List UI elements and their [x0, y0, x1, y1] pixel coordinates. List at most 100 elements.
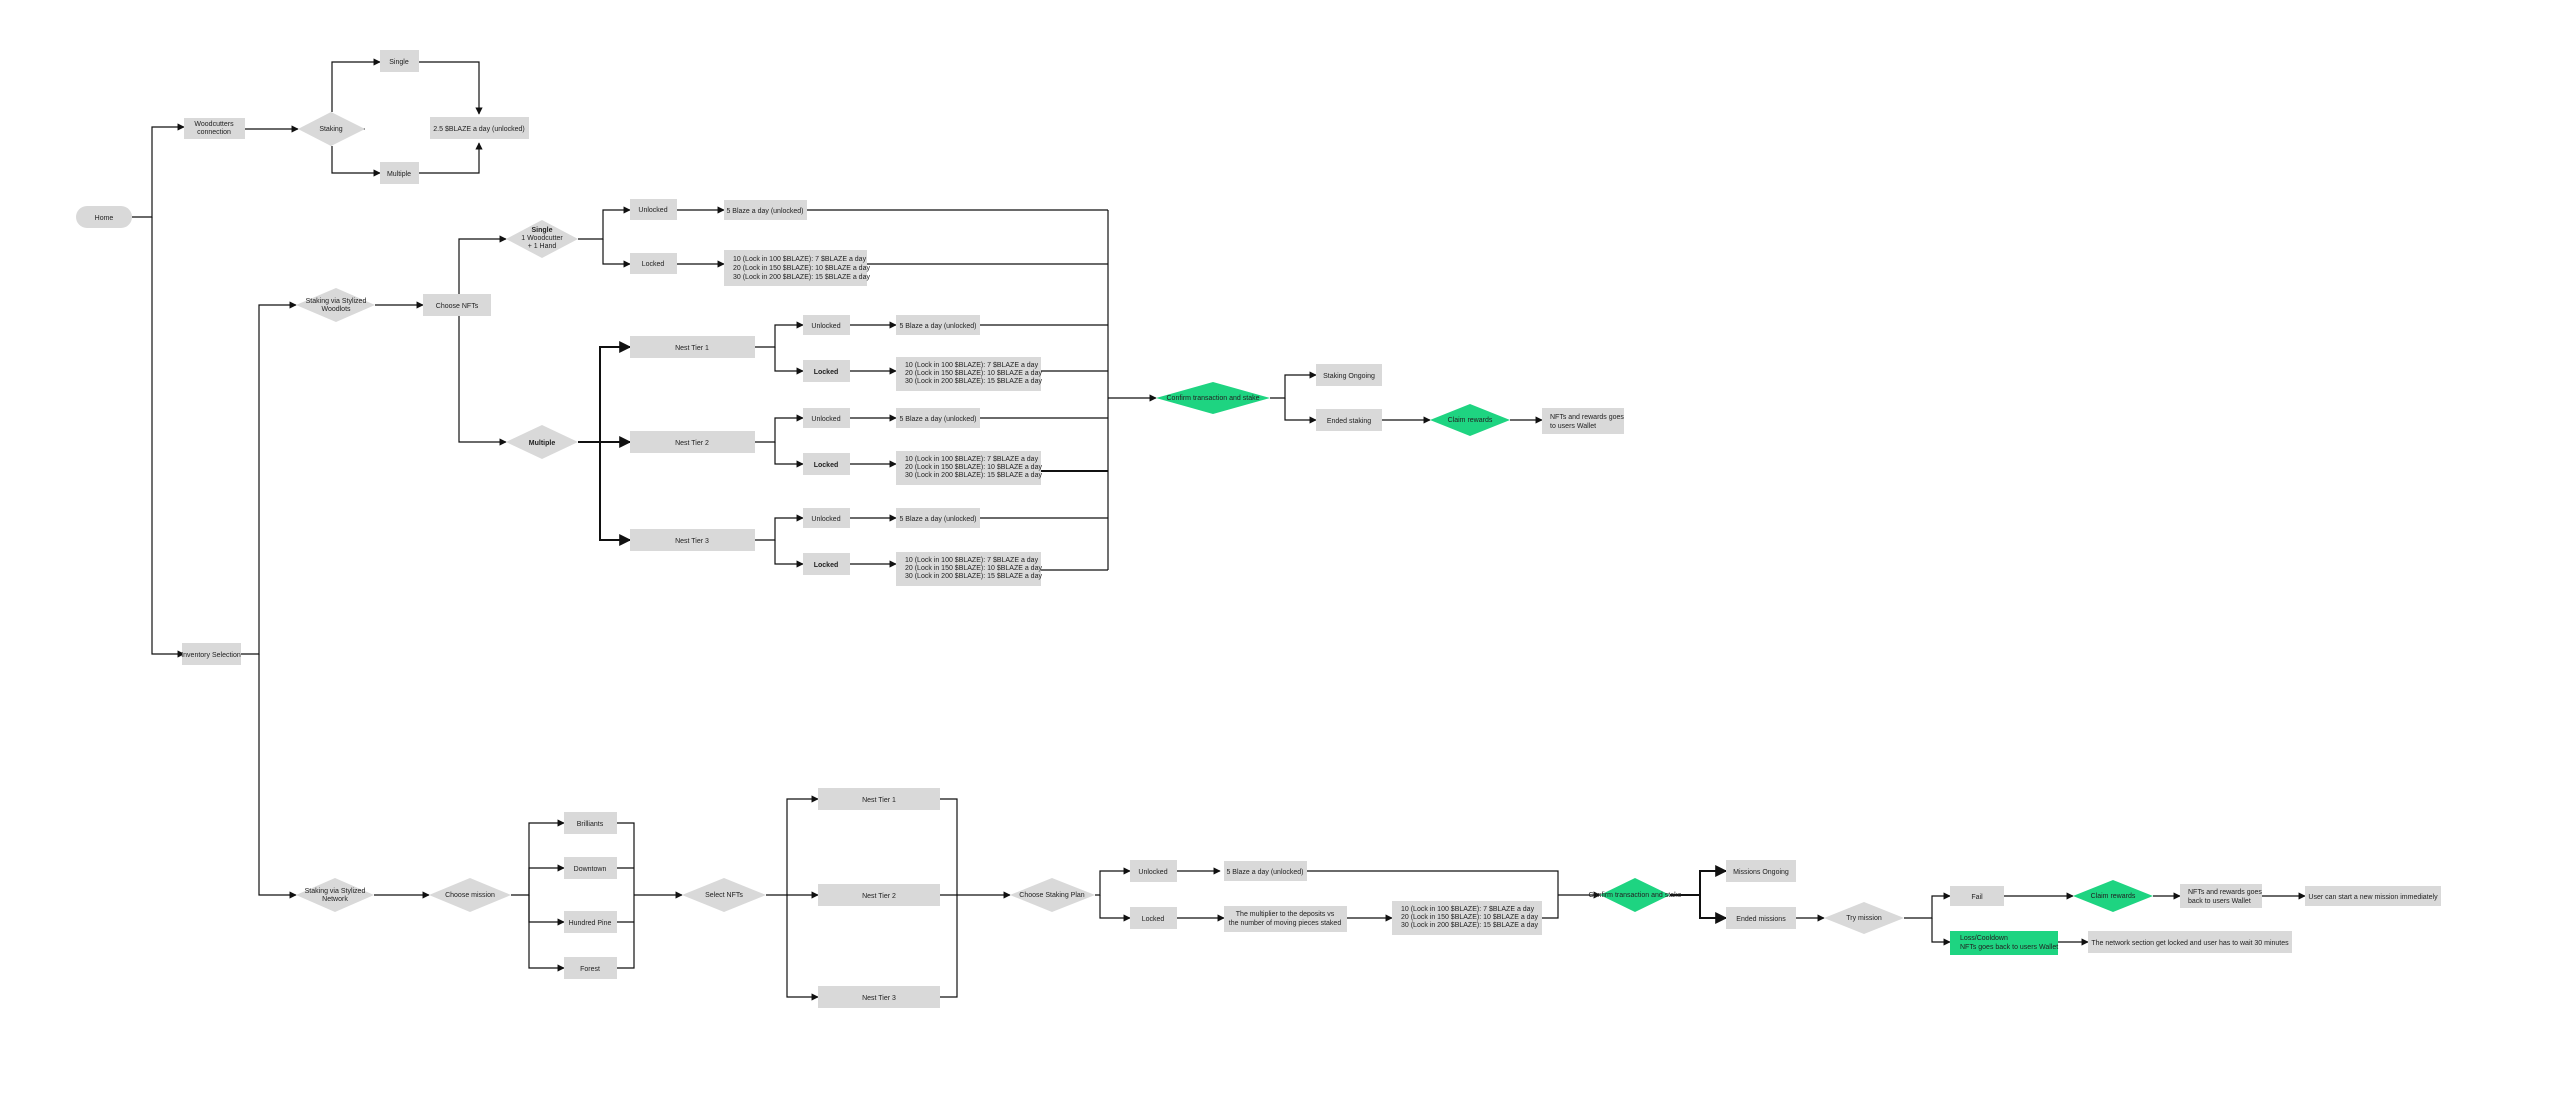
- network-tier-1-node: Nest Tier 1: [818, 788, 940, 810]
- svg-text:2.5 $BLAZE a day (unlocked): 2.5 $BLAZE a day (unlocked): [433, 126, 524, 133]
- svg-text:5 Blaze a day (unlocked): 5 Blaze a day (unlocked): [1226, 869, 1303, 876]
- svg-text:30 (Lock in 200 $BLAZE): 15 $B: 30 (Lock in 200 $BLAZE): 15 $BLAZE a day: [905, 378, 1042, 385]
- svg-text:10 (Lock in 100 $BLAZE): 7 $BL: 10 (Lock in 100 $BLAZE): 7 $BLAZE a day: [905, 557, 1039, 564]
- svg-text:Locked: Locked: [814, 562, 839, 569]
- choose-nfts-node: Choose NFTs: [423, 294, 491, 316]
- svg-text:Locked: Locked: [642, 261, 665, 268]
- network-unlocked-node: Unlocked: [1130, 860, 1177, 882]
- svg-text:Select NFTs: Select NFTs: [705, 892, 743, 899]
- svg-text:Network: Network: [322, 896, 348, 903]
- svg-text:back to users Wallet: back to users Wallet: [2188, 898, 2251, 905]
- svg-text:Nest Tier 3: Nest Tier 3: [675, 538, 709, 545]
- tier-3-node: Nest Tier 3: [630, 529, 755, 551]
- svg-text:5 Blaze a day (unlocked): 5 Blaze a day (unlocked): [899, 516, 976, 523]
- svg-text:5 Blaze a day (unlocked): 5 Blaze a day (unlocked): [899, 323, 976, 330]
- svg-text:Downtown: Downtown: [574, 866, 607, 873]
- svg-text:connection: connection: [197, 129, 231, 136]
- svg-text:Unlocked: Unlocked: [811, 323, 840, 330]
- woodcutter-connection-node: Woodcutters connection: [184, 118, 245, 139]
- svg-text:Locked: Locked: [814, 462, 839, 469]
- svg-text:to users Wallet: to users Wallet: [1550, 423, 1596, 430]
- svg-text:Staking via Stylized: Staking via Stylized: [306, 298, 367, 305]
- svg-text:20 (Lock in 150 $BLAZE): 10 $B: 20 (Lock in 150 $BLAZE): 10 $BLAZE a day: [905, 565, 1042, 572]
- staking-ongoing-node: Staking Ongoing: [1316, 364, 1382, 386]
- tier-2-unlocked-rate-node: 5 Blaze a day (unlocked): [896, 408, 980, 428]
- svg-text:20 (Lock in 150 $BLAZE): 10 $B: 20 (Lock in 150 $BLAZE): 10 $BLAZE a day: [905, 464, 1042, 471]
- svg-text:Confirm transaction and stake: Confirm transaction and stake: [1589, 892, 1682, 899]
- svg-text:NFTs and rewards goes: NFTs and rewards goes: [2188, 889, 2262, 896]
- missions-ongoing-node: Missions Ongoing: [1726, 860, 1796, 882]
- svg-text:Try mission: Try mission: [1846, 915, 1882, 922]
- svg-text:Multiple: Multiple: [529, 440, 556, 447]
- tier-3-locked-node: Locked: [803, 553, 850, 575]
- new-mission-node: User can start a new mission immediately: [2305, 886, 2441, 906]
- choose-mission-decision: Choose mission: [429, 878, 511, 912]
- select-nfts-decision: Select NFTs: [682, 878, 766, 912]
- network-locked-rates-node: 10 (Lock in 100 $BLAZE): 7 $BLAZE a day …: [1392, 901, 1542, 935]
- tier-3-unlocked-rate-node: 5 Blaze a day (unlocked): [896, 508, 980, 528]
- tier-2-unlocked-node: Unlocked: [803, 408, 850, 428]
- network-locked-note-node: The multiplier to the deposits vs the nu…: [1224, 906, 1347, 932]
- mission-forest-node: Forest: [564, 957, 617, 979]
- network-locked-node: Locked: [1130, 907, 1177, 929]
- tier-1-node: Nest Tier 1: [630, 336, 755, 358]
- svg-text:Multiple: Multiple: [387, 171, 411, 178]
- svg-text:Nest Tier 2: Nest Tier 2: [675, 440, 709, 447]
- svg-text:Choose mission: Choose mission: [445, 892, 495, 899]
- svg-text:Single: Single: [531, 227, 552, 234]
- single-node: Single: [380, 50, 419, 72]
- svg-text:Unlocked: Unlocked: [811, 416, 840, 423]
- svg-text:NFTs goes back to users Wallet: NFTs goes back to users Wallet: [1960, 944, 2058, 951]
- svg-text:30 (Lock in 200 $BLAZE): 15 $B: 30 (Lock in 200 $BLAZE): 15 $BLAZE a day: [905, 472, 1042, 479]
- svg-text:Single: Single: [389, 59, 409, 66]
- svg-text:Locked: Locked: [814, 369, 839, 376]
- ended-staking-node: Ended staking: [1316, 409, 1382, 431]
- mission-downtown-node: Downtown: [564, 857, 617, 879]
- tier-3-unlocked-node: Unlocked: [803, 508, 850, 528]
- svg-text:30 (Lock in 200 $BLAZE): 15 $B: 30 (Lock in 200 $BLAZE): 15 $BLAZE a day: [905, 573, 1042, 580]
- svg-text:Claim rewards: Claim rewards: [2091, 893, 2136, 900]
- tier-2-node: Nest Tier 2: [630, 431, 755, 453]
- svg-text:The network section get locked: The network section get locked and user …: [2091, 940, 2289, 947]
- multiple-choice-decision: Multiple: [506, 425, 578, 459]
- staking-network-decision: Staking via Stylized Network: [296, 878, 374, 912]
- mission-hundred-pine-node: Hundred Pine: [564, 911, 617, 933]
- network-unlocked-rate-node: 5 Blaze a day (unlocked): [1224, 861, 1307, 881]
- svg-text:Staking via Stylized: Staking via Stylized: [305, 888, 366, 895]
- network-rewards-to-wallet-node: NFTs and rewards goes back to users Wall…: [2180, 884, 2262, 908]
- svg-text:Home: Home: [95, 215, 114, 222]
- single-unlocked-rate-node: 5 Blaze a day (unlocked): [724, 200, 807, 220]
- svg-text:Hundred Pine: Hundred Pine: [569, 920, 612, 927]
- staking-woodlots-decision: Staking via Stylized Woodlots: [296, 288, 375, 322]
- svg-text:10 (Lock in 100 $BLAZE): 7 $BL: 10 (Lock in 100 $BLAZE): 7 $BLAZE a day: [1401, 906, 1535, 913]
- svg-text:The multiplier to the deposits: The multiplier to the deposits vs: [1236, 911, 1335, 918]
- svg-text:Nest Tier 2: Nest Tier 2: [862, 893, 896, 900]
- single-locked-node: Locked: [630, 253, 677, 274]
- svg-text:Nest Tier 1: Nest Tier 1: [675, 345, 709, 352]
- network-claim-rewards-decision: Claim rewards: [2073, 880, 2153, 912]
- svg-text:30 (Lock in 200 $BLAZE): 15 $B: 30 (Lock in 200 $BLAZE): 15 $BLAZE a day: [1401, 922, 1538, 929]
- confirm-stake-decision: Confirm transaction and stake: [1156, 382, 1270, 414]
- svg-text:NFTs and rewards goes: NFTs and rewards goes: [1550, 414, 1624, 421]
- svg-text:+ 1 Hand: + 1 Hand: [528, 243, 557, 250]
- tier-1-unlocked-node: Unlocked: [803, 315, 850, 335]
- svg-text:Unlocked: Unlocked: [811, 516, 840, 523]
- svg-text:10 (Lock in 100 $BLAZE): 7 $BL: 10 (Lock in 100 $BLAZE): 7 $BLAZE a day: [905, 456, 1039, 463]
- svg-text:1 Woodcutter: 1 Woodcutter: [521, 235, 563, 242]
- single-unlocked-node: Unlocked: [630, 199, 677, 220]
- svg-text:Brilliants: Brilliants: [577, 821, 604, 828]
- svg-text:Missions Ongoing: Missions Ongoing: [1733, 869, 1789, 876]
- svg-text:20 (Lock in 150 $BLAZE): 10 $B: 20 (Lock in 150 $BLAZE): 10 $BLAZE a day: [733, 265, 870, 272]
- claim-rewards-decision: Claim rewards: [1430, 404, 1510, 436]
- tier-2-locked-rates-node: 10 (Lock in 100 $BLAZE): 7 $BLAZE a day …: [896, 451, 1042, 485]
- svg-text:Unlocked: Unlocked: [638, 207, 667, 214]
- svg-text:the number of moving pieces st: the number of moving pieces staked: [1229, 920, 1342, 927]
- edges: [132, 58, 2306, 1001]
- svg-text:Choose NFTs: Choose NFTs: [436, 303, 479, 310]
- rewards-to-wallet-node: NFTs and rewards goes to users Wallet: [1542, 408, 1624, 434]
- svg-text:5 Blaze a day (unlocked): 5 Blaze a day (unlocked): [726, 208, 803, 215]
- svg-text:Inventory Selection: Inventory Selection: [181, 652, 241, 659]
- network-confirm-decision: Confirm transaction and stake: [1589, 878, 1682, 912]
- svg-text:Ended staking: Ended staking: [1327, 418, 1371, 425]
- svg-text:Choose Staking Plan: Choose Staking Plan: [1019, 892, 1084, 899]
